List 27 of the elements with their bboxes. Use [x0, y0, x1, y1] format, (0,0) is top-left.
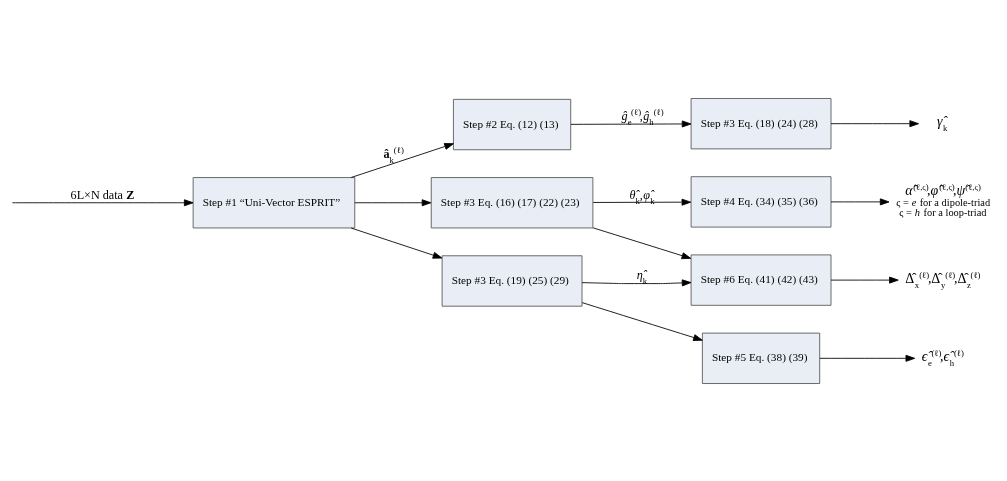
node-box: Step #3 Eq. (16) (17) (22) (23) — [430, 176, 594, 228]
node-box: Step #4 Eq. (34) (35) (36) — [690, 175, 832, 228]
arrow — [11, 198, 194, 206]
node-label: ς = e for a dipole-triad — [896, 196, 991, 208]
edge-label: η̂$_{k}$ — [636, 267, 648, 286]
arrow — [581, 278, 692, 286]
node-box: Step #1 “Uni-Vector ESPRIT” — [192, 176, 356, 228]
arrow — [830, 119, 919, 127]
arrow — [830, 197, 890, 205]
arrow — [570, 120, 692, 127]
arrow — [592, 198, 692, 206]
node-box: Step #3 Eq. (18) (24) (28) — [690, 97, 832, 149]
edge-label: 6L×N data Z — [70, 187, 135, 202]
node-box: Step #5 Eq. (38) (39) — [701, 332, 821, 384]
arrow — [592, 226, 692, 259]
node-text: α̂$^{(ℓ,ς)}$,φ̂$^{(ℓ,ς)}$,ψ̂$^{(ℓ,ς)}$ — [905, 181, 981, 198]
edge-label: θ̂$_{k}$,φ̂$_{k}$ — [629, 187, 655, 206]
node-text: γ̂$_{k}$ — [937, 113, 948, 133]
node-box: Step #3 Eq. (19) (25) (29) — [441, 254, 583, 307]
arrow — [350, 227, 443, 259]
arrow — [350, 142, 454, 178]
arrow — [819, 354, 916, 362]
node-box: Step #6 Eq. (41) (42) (43) — [690, 253, 832, 306]
arrow — [354, 198, 432, 206]
arrow — [581, 301, 703, 341]
node-box: Step #2 Eq. (12) (13) — [452, 98, 572, 150]
arrow — [830, 276, 899, 284]
